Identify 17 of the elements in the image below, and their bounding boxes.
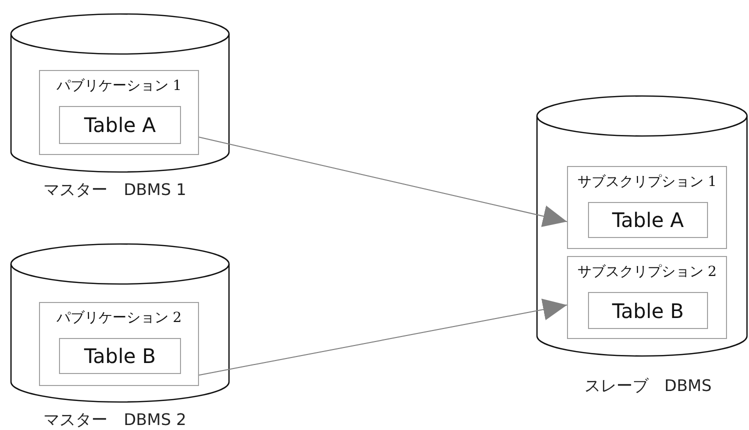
database-caption: スレーブ DBMS (584, 376, 712, 397)
arrow (198, 136, 568, 227)
table-box: Table A (59, 106, 181, 144)
box-title: パブリケーション 1 (55, 77, 183, 95)
table-box: Table A (588, 202, 708, 238)
table-box: Table B (588, 292, 708, 329)
table-box: Table B (59, 338, 181, 374)
publication-box (39, 70, 199, 155)
publication-box (567, 256, 727, 339)
database-caption: マスター DBMS 1 (44, 180, 186, 201)
box-title: パブリケーション 2 (55, 309, 183, 327)
box-title: サブスクリプション 1 (576, 173, 718, 191)
box-title: サブスクリプション 2 (576, 263, 718, 281)
publication-box (39, 302, 199, 386)
arrow (198, 298, 568, 376)
database-caption: マスター DBMS 2 (44, 410, 186, 430)
publication-box (567, 166, 727, 249)
